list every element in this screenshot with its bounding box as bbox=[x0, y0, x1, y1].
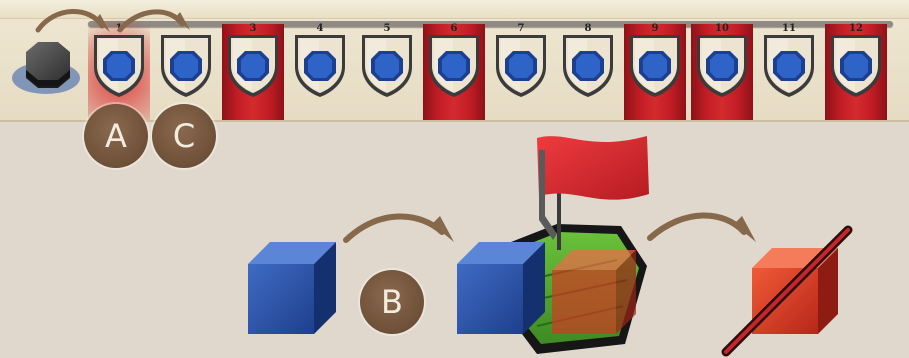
strike-icon bbox=[0, 0, 909, 358]
